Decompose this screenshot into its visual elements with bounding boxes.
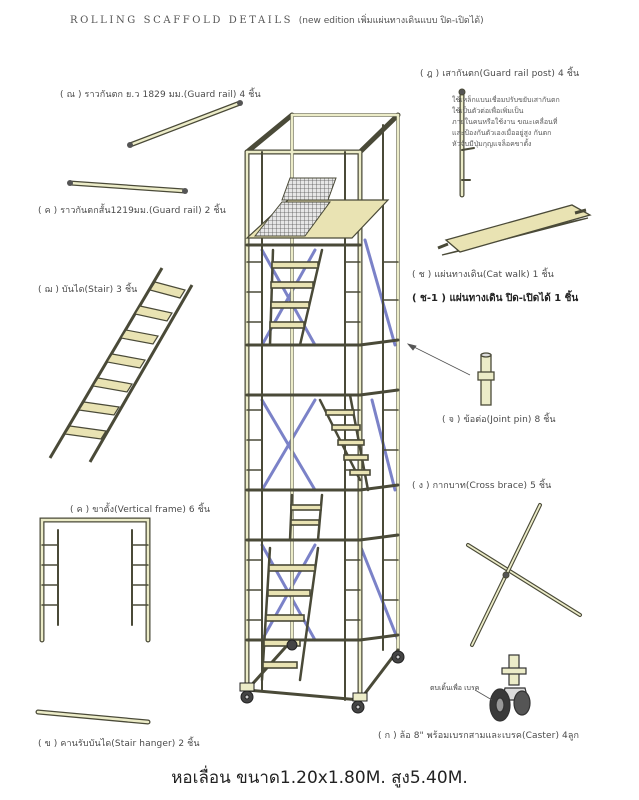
page-caption: หอเลื่อน ขนาด1.20x1.80M. สูง5.40M. — [171, 768, 468, 788]
joint-pin-part — [477, 352, 495, 406]
guard-rail-long-part — [127, 100, 243, 148]
scaffold-tower — [239, 112, 405, 714]
label-stair-hanger: ( ข ) คานรับบันได(Stair hanger) 2 ชิ้น — [38, 739, 200, 749]
cross-brace-part — [466, 503, 582, 647]
label-caster: ( ก ) ล้อ 8" พร้อมเบรกสามและเบรค(Caster)… — [378, 731, 580, 741]
header-title: ROLLING SCAFFOLD DETAILS (new edition เพ… — [70, 15, 484, 26]
stair-hanger-part — [35, 709, 151, 725]
label-stairs: ( ฌ ) บันได(Stair) 3 ชิ้น — [38, 285, 138, 295]
leader-lines — [406, 343, 493, 701]
note-line: และป้องกันตัวเองเมื่ออยู่สูง กันตก — [452, 129, 552, 137]
label-vertical-frame: ( ค ) ขาตั้ง(Vertical frame) 6 ชิ้น — [70, 505, 211, 515]
label-cat-walk-open: ( ช-1 ) แผ่นทางเดิน ปิด-เปิดได้ 1 ชิ้น — [412, 293, 579, 304]
cat-walk-part — [437, 204, 592, 256]
label-cross-brace: ( ง ) กากบาท(Cross brace) 5 ชิ้น — [412, 481, 552, 491]
tower-cross-braces — [260, 238, 400, 642]
tower-stairs — [260, 248, 371, 682]
label-guard-rail-long: ( ณ ) ราวกันตก ย.ว 1829 มม.(Guard rail) … — [60, 90, 261, 100]
guard-rail-short-part — [67, 180, 188, 194]
caster-part — [489, 654, 531, 722]
stair-part — [48, 267, 194, 463]
header-subtitle: (new edition เพิ่มแผ่นทางเดินแบบ ปิด-เปิ… — [298, 16, 484, 26]
label-guard-rail-post: ( ฎ ) เสากันตก(Guard rail post) 4 ชิ้น — [420, 69, 580, 79]
note-line: ใช้เป็นตัวต่อเพื่อเพิ่มเป็น — [452, 107, 524, 115]
note-line: ภายในคนหรือใช้งาน ขณะเคลื่อนที่ — [452, 118, 558, 126]
label-wheel-brake: ตบเดิ้นเพื่อ เบรค — [430, 684, 480, 692]
label-cat-walk: ( ช ) แผ่นทางเดิน(Cat walk) 1 ชิ้น — [412, 270, 554, 280]
tower-casters — [239, 639, 405, 714]
hatch-grate — [253, 201, 331, 237]
guard-rail-post-note: ใช้เหล็กแบนเชื่อมปรับขยับเสากันตก ใช้เป็… — [452, 95, 602, 150]
label-joint-pin: ( จ ) ข้อต่อ(Joint pin) 8 ชิ้น — [442, 415, 556, 425]
note-line: หัวจับมีปุ่มกุญแจล็อคขาตั้ง — [452, 140, 532, 148]
vertical-frame-part — [39, 517, 151, 643]
label-guard-rail-short: ( ค ) ราวกันตกสั้น1219มม.(Guard rail) 2 … — [38, 206, 226, 216]
guard-rail-post-part — [458, 88, 475, 198]
note-line: ใช้เหล็กแบนเชื่อมปรับขยับเสากันตก — [452, 96, 560, 104]
